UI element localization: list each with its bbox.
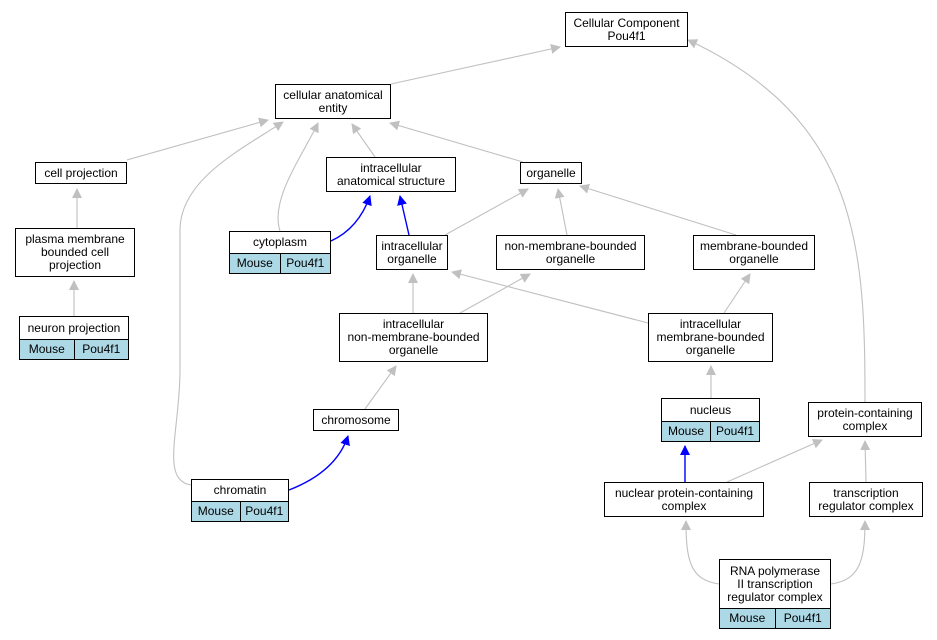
species-tag[interactable]: Mouse [729,611,766,625]
gene-tag[interactable]: Pou4f1 [774,609,831,628]
edge-chromosome-to-intracellular-non-membrane-bounded-organelle [364,365,397,410]
annotation-tags: Mouse Pou4f1 [20,339,128,359]
annotation-tags: Mouse Pou4f1 [192,501,288,521]
node-label: chromatin [213,483,267,497]
edge-intracellular-membrane-bounded-organelle-to-membrane-bounded-organelle [723,273,751,314]
node-label: nuclear protein-containing complex [614,485,754,513]
edge-intracellular-organelle-to-organelle [444,188,529,236]
gene-tag[interactable]: Pou4f1 [710,422,759,441]
node-label: RNA polymerase II transcription regulato… [727,563,823,604]
node-label: intracellular non-membrane-bounded organ… [347,317,480,357]
edge-intracellular-anatomical-structure-to-cellular-anatomical-entity [351,123,376,158]
node-label: plasma membrane bounded cell projection [25,232,125,272]
node-label: transcription regulator complex [818,485,914,513]
gene-tag[interactable]: Pou4f1 [239,502,289,521]
node-transcription-regulator-complex[interactable]: transcription regulator complex [809,482,923,517]
edge-intracellular-organelle-to-intracellular-anatomical-structure [397,195,410,236]
node-label: intracellular anatomical structure [336,160,446,188]
node-cellular-anatomical-entity[interactable]: cellular anatomical entity [275,84,391,119]
edge-protein-containing-complex-to-cellular-component [687,39,866,403]
node-cellular-component[interactable]: Cellular Component Pou4f1 [565,12,688,47]
edge-organelle-to-cellular-anatomical-entity [389,120,524,163]
node-label: intracellular membrane-bounded organelle [656,317,765,357]
edge-cytoplasm-to-cellular-anatomical-entity [277,122,319,232]
node-label: cell projection [44,165,118,180]
species-tag[interactable]: Mouse [236,256,273,270]
node-intracellular-membrane-bounded-organelle[interactable]: intracellular membrane-bounded organelle [648,313,773,362]
edge-non-membrane-bounded-organelle-to-organelle [554,188,568,236]
edge-intracellular-membrane-bounded-organelle-to-intracellular-organelle [451,269,649,324]
node-label: Cellular Component Pou4f1 [573,15,680,43]
node-label: intracellular organelle [381,238,443,266]
gene-tag[interactable]: Pou4f1 [279,254,331,273]
node-organelle[interactable]: organelle [520,162,582,184]
node-protein-containing-complex[interactable]: protein-containing complex [808,402,922,437]
node-intracellular-anatomical-structure[interactable]: intracellular anatomical structure [326,157,456,192]
node-neuron-projection[interactable]: neuron projection Mouse Pou4f1 [19,316,129,360]
edge-rna-polymerase-ii-transcription-regulator-complex-to-transcription-regulator-complex [830,520,870,585]
node-label: protein-containing complex [817,405,913,433]
node-label: membrane-bounded organelle [699,238,809,266]
edge-intracellular-non-membrane-bounded-organelle-to-non-membrane-bounded-organelle [459,273,531,314]
annotation-tags: Mouse Pou4f1 [230,253,330,273]
node-rna-polymerase-ii-transcription-regulator-complex[interactable]: RNA polymerase II transcription regulato… [719,559,831,629]
node-label: non-membrane-bounded organelle [504,238,637,266]
edge-chromatin-to-cellular-anatomical-entity [173,121,284,486]
species-tag[interactable]: Mouse [28,342,65,356]
edge-nuclear-protein-containing-complex-to-protein-containing-complex [726,439,823,483]
species-tag[interactable]: Mouse [197,504,234,518]
node-non-membrane-bounded-organelle[interactable]: non-membrane-bounded organelle [496,235,645,270]
edge-cytoplasm-to-intracellular-anatomical-structure [330,195,372,242]
edge-cellular-anatomical-entity-to-cellular-component [390,44,561,85]
node-cytoplasm[interactable]: cytoplasm Mouse Pou4f1 [229,231,331,274]
gene-tag[interactable]: Pou4f1 [73,340,129,359]
node-intracellular-organelle[interactable]: intracellular organelle [376,235,448,270]
node-label: nucleus [689,402,732,417]
node-chromosome[interactable]: chromosome [313,409,399,431]
annotation-tags: Mouse Pou4f1 [720,608,830,628]
node-intracellular-non-membrane-bounded-organelle[interactable]: intracellular non-membrane-bounded organ… [339,313,488,362]
node-nuclear-protein-containing-complex[interactable]: nuclear protein-containing complex [604,482,764,517]
node-cell-projection[interactable]: cell projection [35,162,127,184]
node-label: cellular anatomical entity [283,87,383,115]
node-label: neuron projection [27,320,121,335]
edge-membrane-bounded-organelle-to-organelle [579,183,737,236]
edge-rna-polymerase-ii-transcription-regulator-complex-to-nuclear-protein-containing-complex [681,520,720,585]
edge-chromatin-to-chromosome [288,435,350,491]
edge-transcription-regulator-complex-to-protein-containing-complex [860,440,871,483]
edge-cell-projection-to-cellular-anatomical-entity [126,117,269,161]
node-plasma-membrane-bounded-cell-projection[interactable]: plasma membrane bounded cell projection [15,228,135,277]
species-tag[interactable]: Mouse [667,424,705,438]
node-label: cytoplasm [252,235,308,249]
node-membrane-bounded-organelle[interactable]: membrane-bounded organelle [693,235,815,270]
node-label: organelle [526,165,576,180]
annotation-tags: Mouse Pou4f1 [662,421,759,441]
node-chromatin[interactable]: chromatin Mouse Pou4f1 [191,479,289,522]
node-nucleus[interactable]: nucleus Mouse Pou4f1 [661,398,760,442]
node-label: chromosome [321,412,391,427]
